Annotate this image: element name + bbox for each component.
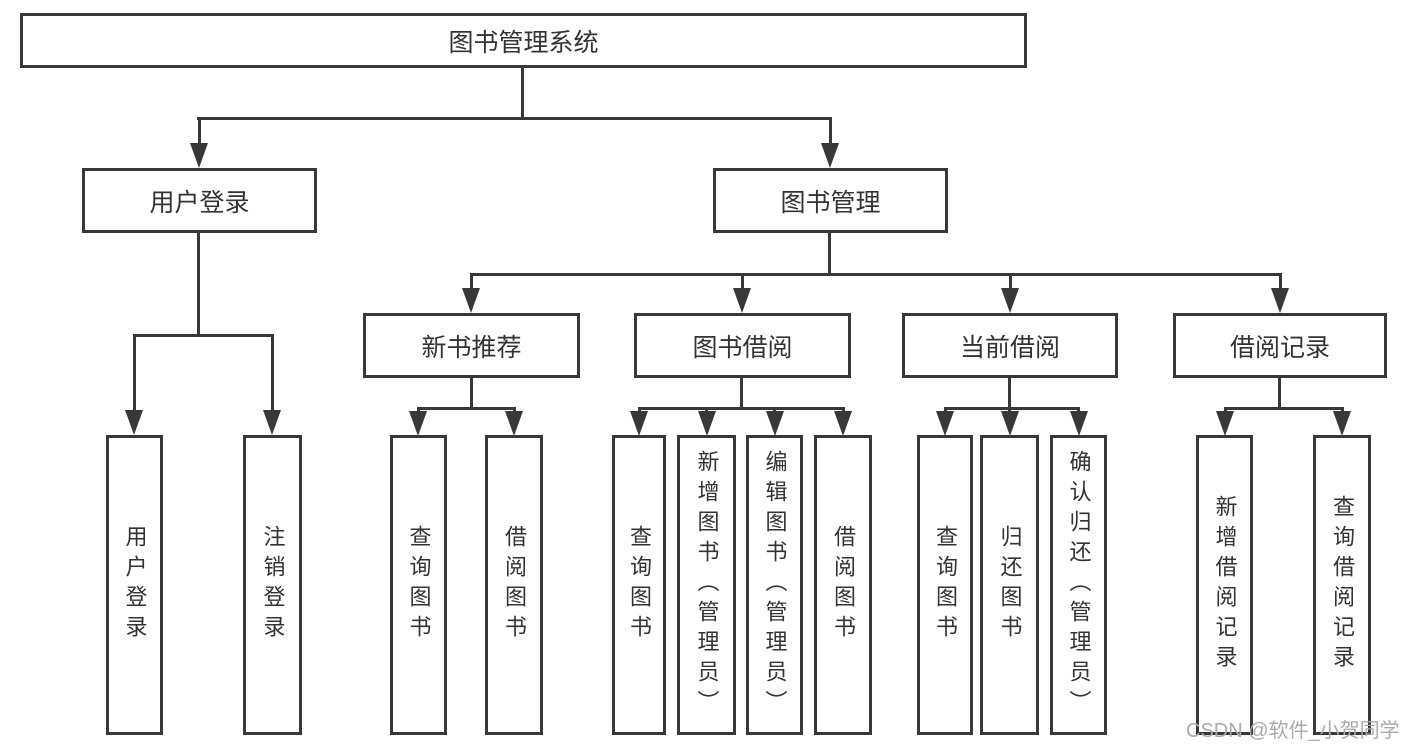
node-book-borrowing: 图书借阅 (634, 313, 851, 378)
connector-records-bar (1224, 407, 1343, 410)
connector-bookmgmt-stem (741, 273, 744, 291)
node-query-books-borrow: 查询图书 (612, 435, 666, 735)
arrow-down-icon (936, 411, 954, 436)
node-edit-book-admin: 编辑图书（管理员） (746, 435, 803, 735)
arrow-down-icon (1070, 411, 1088, 436)
connector-userlogin-stem (271, 334, 274, 412)
watermark: CSDN @软件_小贺同学 (1186, 720, 1400, 742)
node-query-books-rec: 查询图书 (390, 435, 447, 735)
connector-root-stub (521, 68, 524, 119)
leaf-label: 编辑图书（管理员） (762, 450, 788, 720)
node-borrow-books-rec: 借阅图书 (485, 435, 543, 735)
connector-bookmgmt-stem (470, 273, 473, 291)
leaf-label: 确认归还（管理员） (1066, 450, 1092, 720)
arrow-down-icon (1001, 288, 1019, 313)
node-add-borrow-record: 新增借阅记录 (1196, 435, 1253, 735)
leaf-label: 查询图书 (627, 525, 652, 645)
node-current-borrowing: 当前借阅 (902, 313, 1118, 378)
node-query-borrow-record: 查询借阅记录 (1313, 435, 1371, 735)
connector-rec-stub (470, 378, 473, 409)
leaf-label: 用户登录 (122, 525, 148, 645)
connector-records-stub (1278, 378, 1281, 409)
connector-bookmgmt-stub (828, 233, 831, 275)
connector-rec-bar (417, 407, 516, 410)
connector-root-left-stem (198, 117, 201, 147)
leaf-label: 注销登录 (260, 525, 286, 645)
node-add-book-admin: 新增图书（管理员） (677, 435, 736, 735)
arrow-down-icon (834, 411, 852, 436)
connector-bookmgmt-stem (1279, 273, 1282, 291)
arrow-down-icon (698, 411, 716, 436)
leaf-label: 新增图书（管理员） (694, 450, 720, 720)
leaf-label: 借阅图书 (831, 525, 856, 645)
leaf-label: 查询图书 (933, 525, 958, 645)
arrow-down-icon (462, 288, 480, 313)
arrow-down-icon (733, 288, 751, 313)
node-confirm-return-admin: 确认归还（管理员） (1050, 435, 1107, 735)
connector-userlogin-stem (133, 334, 136, 412)
connector-borrow-stub (740, 378, 743, 409)
connector-current-stub (1008, 378, 1011, 409)
node-borrowing-records: 借阅记录 (1173, 313, 1387, 378)
arrow-down-icon (1333, 411, 1351, 436)
leaf-label: 查询借阅记录 (1330, 495, 1355, 675)
node-return-book: 归还图书 (980, 435, 1039, 735)
leaf-label: 归还图书 (997, 525, 1023, 645)
arrow-down-icon (190, 143, 208, 168)
arrow-down-icon (125, 410, 143, 435)
node-new-book-recommend: 新书推荐 (363, 313, 580, 378)
arrow-down-icon (409, 411, 427, 436)
connector-userlogin-stub (197, 233, 200, 336)
arrow-down-icon (263, 410, 281, 435)
arrow-down-icon (766, 411, 784, 436)
node-book-management: 图书管理 (713, 168, 948, 233)
connector-borrow-bar (638, 407, 845, 410)
arrow-down-icon (1001, 411, 1019, 436)
connector-root-right-stem (829, 117, 832, 147)
node-root: 图书管理系统 (20, 13, 1027, 68)
arrow-down-icon (505, 411, 523, 436)
node-logout: 注销登录 (243, 435, 302, 735)
node-borrow-books-borrow: 借阅图书 (814, 435, 872, 735)
connector-userlogin-bar (133, 334, 274, 337)
connector-bookmgmt-bar (470, 273, 1282, 276)
arrow-down-icon (1216, 411, 1234, 436)
connector-root-bar (197, 117, 832, 120)
connector-bookmgmt-stem (1009, 273, 1012, 291)
leaf-label: 查询图书 (406, 525, 432, 645)
connector-current-bar (944, 407, 1080, 410)
arrow-down-icon (821, 143, 839, 168)
node-user-login: 用户登录 (82, 168, 317, 233)
node-user-login-leaf: 用户登录 (106, 435, 163, 735)
leaf-label: 新增借阅记录 (1212, 495, 1238, 675)
leaf-label: 借阅图书 (502, 525, 527, 645)
arrow-down-icon (630, 411, 648, 436)
node-query-books-current: 查询图书 (917, 435, 973, 735)
arrow-down-icon (1271, 288, 1289, 313)
